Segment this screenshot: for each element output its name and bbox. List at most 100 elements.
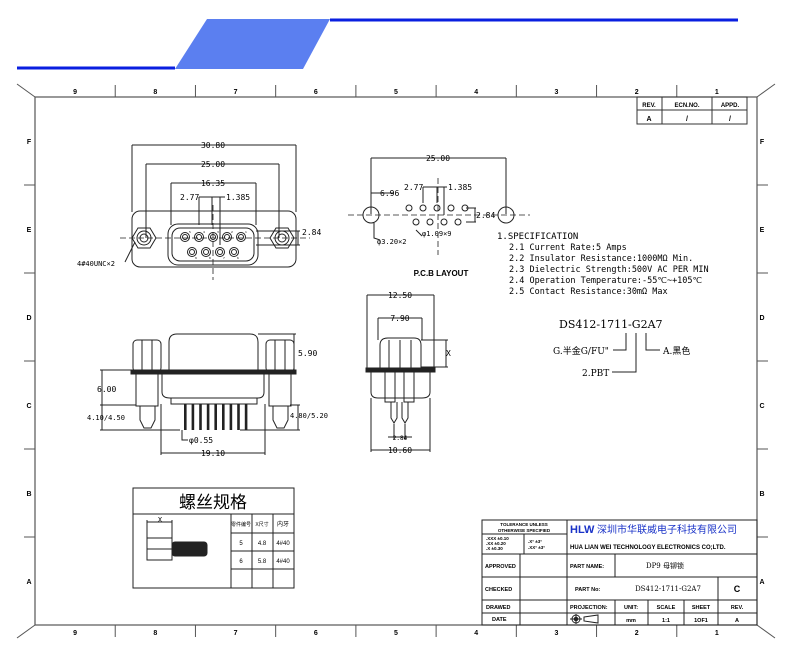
pcb-dim-6-96: 6.96: [380, 189, 399, 198]
row-label: E: [27, 227, 32, 234]
column-label: 7: [234, 89, 238, 96]
side-dim-4-10: 4.10/4.50: [87, 414, 125, 422]
row-label: E: [760, 227, 765, 234]
pcb-hole: [447, 204, 455, 212]
pin-socket-inner: [196, 234, 202, 240]
pin-socket-inner: [217, 249, 223, 255]
pcb-hole: [440, 218, 448, 226]
pin-number: 2: [231, 230, 233, 234]
callout-finish: G.半金G/FU": [553, 345, 609, 357]
pin-socket: [215, 247, 225, 257]
date-label: DATE: [492, 617, 507, 623]
pcb-layout-title: P.C.B LAYOUT: [414, 269, 469, 278]
pin-socket-inner: [224, 234, 230, 240]
row-label: F: [27, 139, 32, 146]
end-dim-7-90: 7.90: [390, 314, 409, 323]
screw-header-part: 零件编号: [231, 521, 251, 528]
row-label: D: [26, 315, 31, 322]
contact-pin: [222, 404, 225, 430]
end-dim-12-50: 12.50: [388, 291, 412, 300]
spec-item: 2.1 Current Rate:5 Amps: [509, 243, 627, 253]
tolerance-title-2: OTHERWISE SPECIFIED: [498, 528, 551, 533]
column-label: 2: [635, 89, 639, 96]
pin-number: 8: [209, 256, 211, 260]
screw-header-thread: 内牙: [277, 520, 289, 528]
pin-socket: [187, 247, 197, 257]
screw-cell: 4#40: [276, 559, 290, 565]
screw-cell: 5: [239, 541, 243, 547]
end-dim-10-60: 10.60: [388, 446, 412, 455]
contact-pin: [184, 404, 187, 430]
spec-title: 1.SPECIFICATION: [497, 232, 578, 242]
part-name-label: PART NAME:: [570, 564, 604, 570]
dim-30-80: 30.80: [201, 141, 225, 150]
pin-number: 6: [237, 256, 239, 260]
ecn-header: ECN.NO.: [674, 103, 699, 109]
tolerance-right-2: .XX° ±3°: [528, 545, 545, 550]
side-dim-4-80: 4.80/5.20: [290, 412, 328, 420]
dim-1-385: 1.385: [226, 193, 250, 202]
side-dim-19-10: 19.10: [201, 449, 225, 458]
pin-socket: [194, 232, 204, 242]
tolerance-right-1: .X° ±3°: [528, 539, 542, 544]
appd-header: APPD.: [721, 103, 740, 109]
callout-material: 2.PBT: [582, 369, 609, 379]
part-name-value: DP9 母铆锁: [646, 561, 684, 570]
pin-socket-inner: [182, 234, 188, 240]
pcb-dim-1-385: 1.385: [448, 183, 472, 192]
pin-number: 4: [203, 230, 205, 234]
page-title: 产品图纸: [325, 24, 449, 59]
row-label: D: [759, 315, 764, 322]
contact-pin: [199, 404, 202, 430]
pcb-mount-note: φ3.20×2: [377, 238, 407, 246]
side-pins: [184, 404, 248, 430]
pin-socket-inner: [203, 249, 209, 255]
pin-socket: [222, 232, 232, 242]
appd-value: /: [729, 116, 731, 123]
company-name-cn: 深圳市华联威电子科技有限公司: [597, 523, 737, 536]
column-label: 1: [715, 630, 719, 637]
side-dim-pin-dia: φ0.55: [189, 436, 213, 445]
dim-2-77: 2.77: [180, 193, 199, 202]
approved-label: APPROVED: [485, 564, 516, 570]
pin-number: 1: [245, 230, 247, 234]
row-label: F: [760, 139, 765, 146]
title-block: [481, 519, 758, 626]
column-label: 3: [554, 630, 558, 637]
company-logo: HLW: [570, 524, 595, 536]
drawed-label: DRAWED: [486, 605, 510, 611]
pcb-hole: [412, 218, 420, 226]
rev-value: A: [646, 116, 651, 123]
pin-number: 9: [195, 256, 197, 260]
sheet-label: SHEET: [692, 605, 711, 611]
pcb-holes: [405, 204, 469, 226]
row-label: B: [759, 491, 764, 498]
screw-spec-title: 螺丝规格: [179, 493, 247, 512]
screw-header-x: X尺寸: [255, 521, 268, 528]
part-no-label: PART No:: [575, 587, 600, 593]
row-label: C: [26, 403, 31, 410]
screw-note: 4#40UNC×2: [77, 260, 115, 268]
spec-item: 2.5 Contact Resistance:30mΩ Max: [509, 287, 668, 297]
screw-x-label: X: [158, 516, 163, 524]
end-dim-2-84: 2.84: [393, 435, 408, 442]
column-label: 1: [715, 89, 719, 96]
column-label: 7: [234, 630, 238, 637]
size-value: C: [734, 584, 741, 594]
contact-pin: [244, 404, 248, 430]
end-dim-x: X: [446, 349, 451, 358]
column-label: 2: [635, 630, 639, 637]
row-label: A: [759, 579, 764, 586]
pcb-dim-25-00: 25.00: [426, 154, 450, 163]
row-label: C: [759, 403, 764, 410]
projection-label: PROJECTION:: [570, 605, 608, 611]
revision-table: [636, 96, 748, 125]
column-label: 8: [153, 89, 157, 96]
column-label: 6: [314, 630, 318, 637]
spec-item: 2.3 Dielectric Strength:500V AC PER MIN: [509, 265, 709, 275]
pcb-dim-2-77: 2.77: [404, 183, 423, 192]
contact-pin: [206, 404, 210, 430]
column-label: 4: [474, 89, 478, 96]
